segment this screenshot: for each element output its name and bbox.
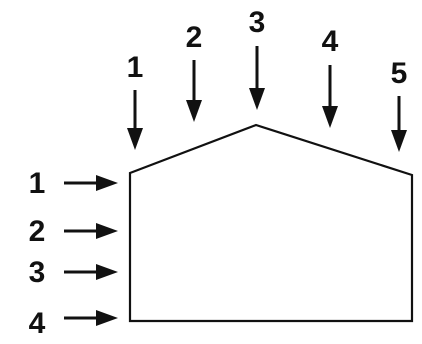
roof-arrow-label: 4 — [322, 25, 339, 58]
arrow-head — [322, 106, 338, 128]
arrow-head — [96, 223, 118, 239]
arrow-head — [127, 128, 143, 150]
wall-arrow-3: 3 — [29, 256, 118, 289]
wall-arrow-1: 1 — [29, 167, 118, 200]
arrow-head — [391, 130, 407, 152]
building-outline — [128, 123, 414, 323]
wall-arrow-4: 4 — [29, 307, 118, 340]
roof-arrow-3: 3 — [249, 6, 266, 110]
roof-arrow-label: 3 — [249, 6, 266, 39]
wall-arrow-2: 2 — [29, 215, 118, 248]
arrow-head — [186, 100, 202, 122]
wall-arrow-label: 3 — [29, 256, 46, 289]
roof-arrow-5: 5 — [391, 57, 408, 152]
roof-arrow-label: 2 — [186, 21, 203, 54]
arrow-head — [96, 264, 118, 280]
wall-arrow-label: 4 — [29, 307, 46, 340]
arrow-head — [249, 88, 265, 110]
roof-arrow-2: 2 — [186, 21, 203, 122]
wall-arrow-label: 2 — [29, 215, 46, 248]
arrow-head — [96, 175, 118, 191]
roof-arrow-4: 4 — [322, 25, 339, 128]
arrow-head — [96, 310, 118, 326]
wall-arrow-label: 1 — [29, 167, 46, 200]
roof-arrow-1: 1 — [127, 51, 144, 150]
roof-arrow-label: 5 — [391, 57, 408, 90]
roof-arrow-label: 1 — [127, 51, 144, 84]
